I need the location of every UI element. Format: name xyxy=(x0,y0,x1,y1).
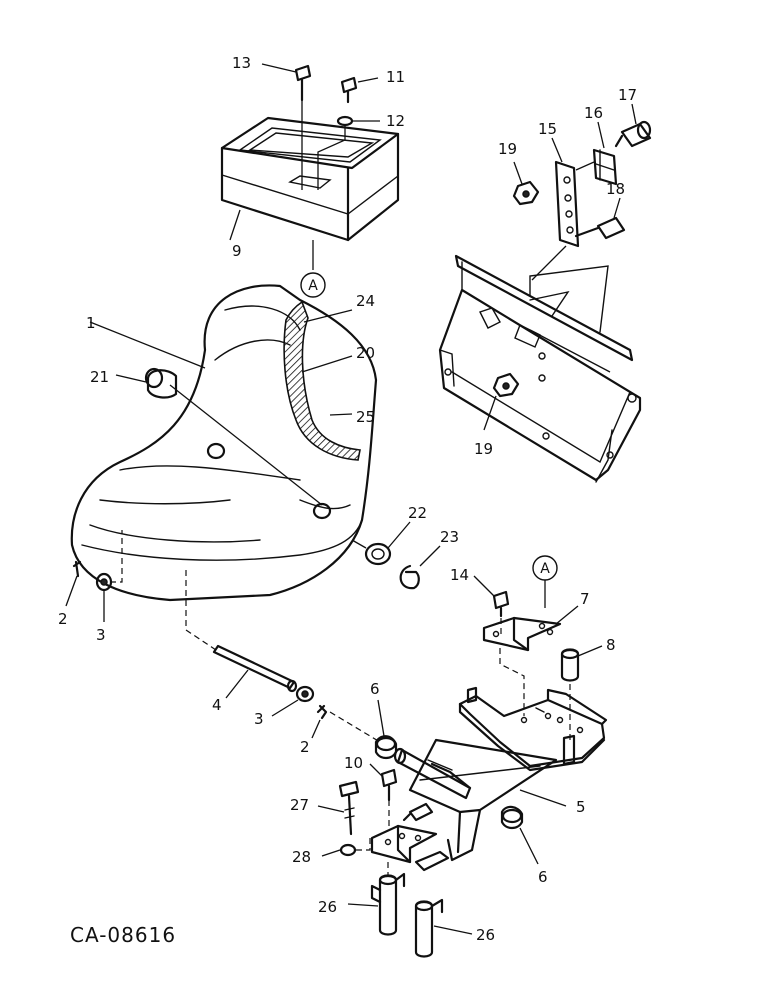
svg-text:A: A xyxy=(540,561,550,577)
bracket-plate xyxy=(438,254,642,483)
callout-26-left: 26 xyxy=(318,898,337,916)
callout-5: 5 xyxy=(576,798,586,816)
svg-text:A: A xyxy=(308,278,318,294)
knob-21 xyxy=(115,367,178,399)
callout-10: 10 xyxy=(344,754,363,772)
lower-bracket xyxy=(370,824,450,872)
callout-3-left: 3 xyxy=(96,626,106,644)
bolt-17 xyxy=(614,103,652,148)
callout-7: 7 xyxy=(580,590,590,608)
strap-15 xyxy=(531,137,580,281)
clip-23 xyxy=(399,545,441,590)
triangle-guide xyxy=(529,265,609,333)
callout-labels: 1 2 2 3 3 4 5 6 6 7 8 9 10 11 12 13 14 1… xyxy=(58,54,637,944)
ref-marker-a-top: A xyxy=(300,272,326,298)
base-frame-5 xyxy=(408,686,608,862)
callout-19-top: 19 xyxy=(498,140,517,158)
washer-28 xyxy=(321,836,371,857)
callout-1: 1 xyxy=(86,314,96,332)
ref-marker-a-lower: A xyxy=(532,555,558,608)
washer-12 xyxy=(317,115,380,190)
callout-23: 23 xyxy=(440,528,459,546)
seat-side-panel xyxy=(283,300,361,461)
screw-11 xyxy=(340,76,379,104)
bushing-6-lower xyxy=(500,805,539,865)
bolt-18 xyxy=(574,197,626,240)
callout-17: 17 xyxy=(618,86,637,104)
callout-25: 25 xyxy=(356,408,375,426)
cotter-pin-2-left xyxy=(65,560,82,607)
callout-3-right: 3 xyxy=(254,710,264,728)
bushing-6-upper xyxy=(374,699,398,760)
seat-cushion xyxy=(70,284,378,602)
callout-15: 15 xyxy=(538,120,557,138)
bolt-10 xyxy=(369,763,398,830)
callout-16: 16 xyxy=(584,104,603,122)
sleeve-26-right xyxy=(414,898,473,958)
callout-2-right: 2 xyxy=(300,738,310,756)
callout-2-left: 2 xyxy=(58,610,68,628)
callout-6-lower: 6 xyxy=(538,868,548,886)
diagram-code: CA-08616 xyxy=(70,923,176,947)
nut-19-lower xyxy=(483,372,520,431)
cotter-pin-2-right xyxy=(311,704,381,743)
bracket-7 xyxy=(482,605,579,716)
callout-22: 22 xyxy=(408,504,427,522)
callout-8: 8 xyxy=(606,636,616,654)
spacer-8 xyxy=(560,645,603,740)
callout-4: 4 xyxy=(212,696,222,714)
callout-13: 13 xyxy=(232,54,251,72)
pivot-shaft-4 xyxy=(185,570,298,699)
callout-14: 14 xyxy=(450,566,469,584)
bolt-13 xyxy=(261,63,312,190)
callout-19-lower: 19 xyxy=(474,440,493,458)
washer-22 xyxy=(351,521,411,566)
frame-bolt xyxy=(402,802,434,822)
callout-21: 21 xyxy=(90,368,109,386)
callout-26-right: 26 xyxy=(476,926,495,944)
callout-18: 18 xyxy=(606,180,625,198)
nut-19-top xyxy=(512,161,540,206)
callout-11: 11 xyxy=(386,68,405,86)
tool-box xyxy=(220,116,400,242)
callout-20: 20 xyxy=(356,344,375,362)
bolt-14 xyxy=(473,575,510,636)
callout-6-upper: 6 xyxy=(370,680,380,698)
callout-12: 12 xyxy=(386,112,405,130)
callout-27: 27 xyxy=(290,796,309,814)
pivot-tube xyxy=(393,747,472,800)
buckle-16 xyxy=(575,121,618,186)
sleeve-26-left xyxy=(347,862,406,936)
washer-3-right xyxy=(271,685,315,717)
callout-24: 24 xyxy=(356,292,375,310)
callout-9: 9 xyxy=(232,242,242,260)
callout-28: 28 xyxy=(292,848,311,866)
washer-3-left xyxy=(95,530,123,622)
bolt-27 xyxy=(317,780,360,836)
